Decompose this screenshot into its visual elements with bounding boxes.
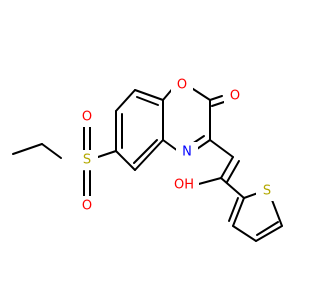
bond-carbonyl-1 — [209, 95, 223, 101]
bond-s-aryl — [97, 150, 117, 158]
bond-benzene-5-inner — [133, 139, 158, 164]
bond-ethyl-ch2 — [41, 143, 62, 159]
bond-vinyl-double — [220, 156, 234, 179]
bond-n4-c4a — [162, 139, 179, 152]
bond-o1-c2 — [189, 86, 211, 101]
bond-thiophene-3-inner — [256, 221, 279, 236]
bond-ethyl-ch3 — [12, 143, 43, 155]
atom-thiophene-sulfur: S — [263, 184, 271, 199]
bond-benzene-3 — [134, 89, 164, 101]
atom-sulfonyl-sulfur: S — [83, 153, 91, 168]
bond-thiophene-5 — [243, 192, 259, 199]
bond-thiophene-4 — [271, 199, 283, 227]
bond-vinyl-double-inner — [226, 160, 240, 183]
bond-thiophene-1-inner — [228, 197, 239, 222]
bond-enol-oh — [194, 177, 222, 186]
atom-sulfonyl-oxygen-top: O — [82, 110, 92, 125]
bond-thiophene-1 — [232, 197, 245, 227]
atom-hydroxyl: OH — [174, 178, 194, 193]
bond-carbonyl-2 — [211, 101, 225, 107]
bond-enol-thiophene — [220, 177, 245, 199]
bond-benzene-6 — [115, 150, 136, 171]
atom-ring-oxygen: O — [177, 78, 187, 93]
bond-benzene-2 — [115, 89, 136, 112]
molecule-structure: O O O O S N OH S — [12, 77, 283, 242]
bond-benzene-3-inner — [136, 96, 159, 106]
atom-carbonyl-oxygen: O — [230, 89, 240, 104]
bond-c3-vinyl — [209, 139, 234, 158]
bond-thiophene-3 — [255, 225, 283, 242]
atom-sulfonyl-oxygen-bottom: O — [82, 199, 92, 214]
bond-benzene-5 — [134, 139, 164, 171]
atom-nitrogen: N — [182, 145, 192, 160]
bond-thiophene-2 — [232, 225, 257, 242]
